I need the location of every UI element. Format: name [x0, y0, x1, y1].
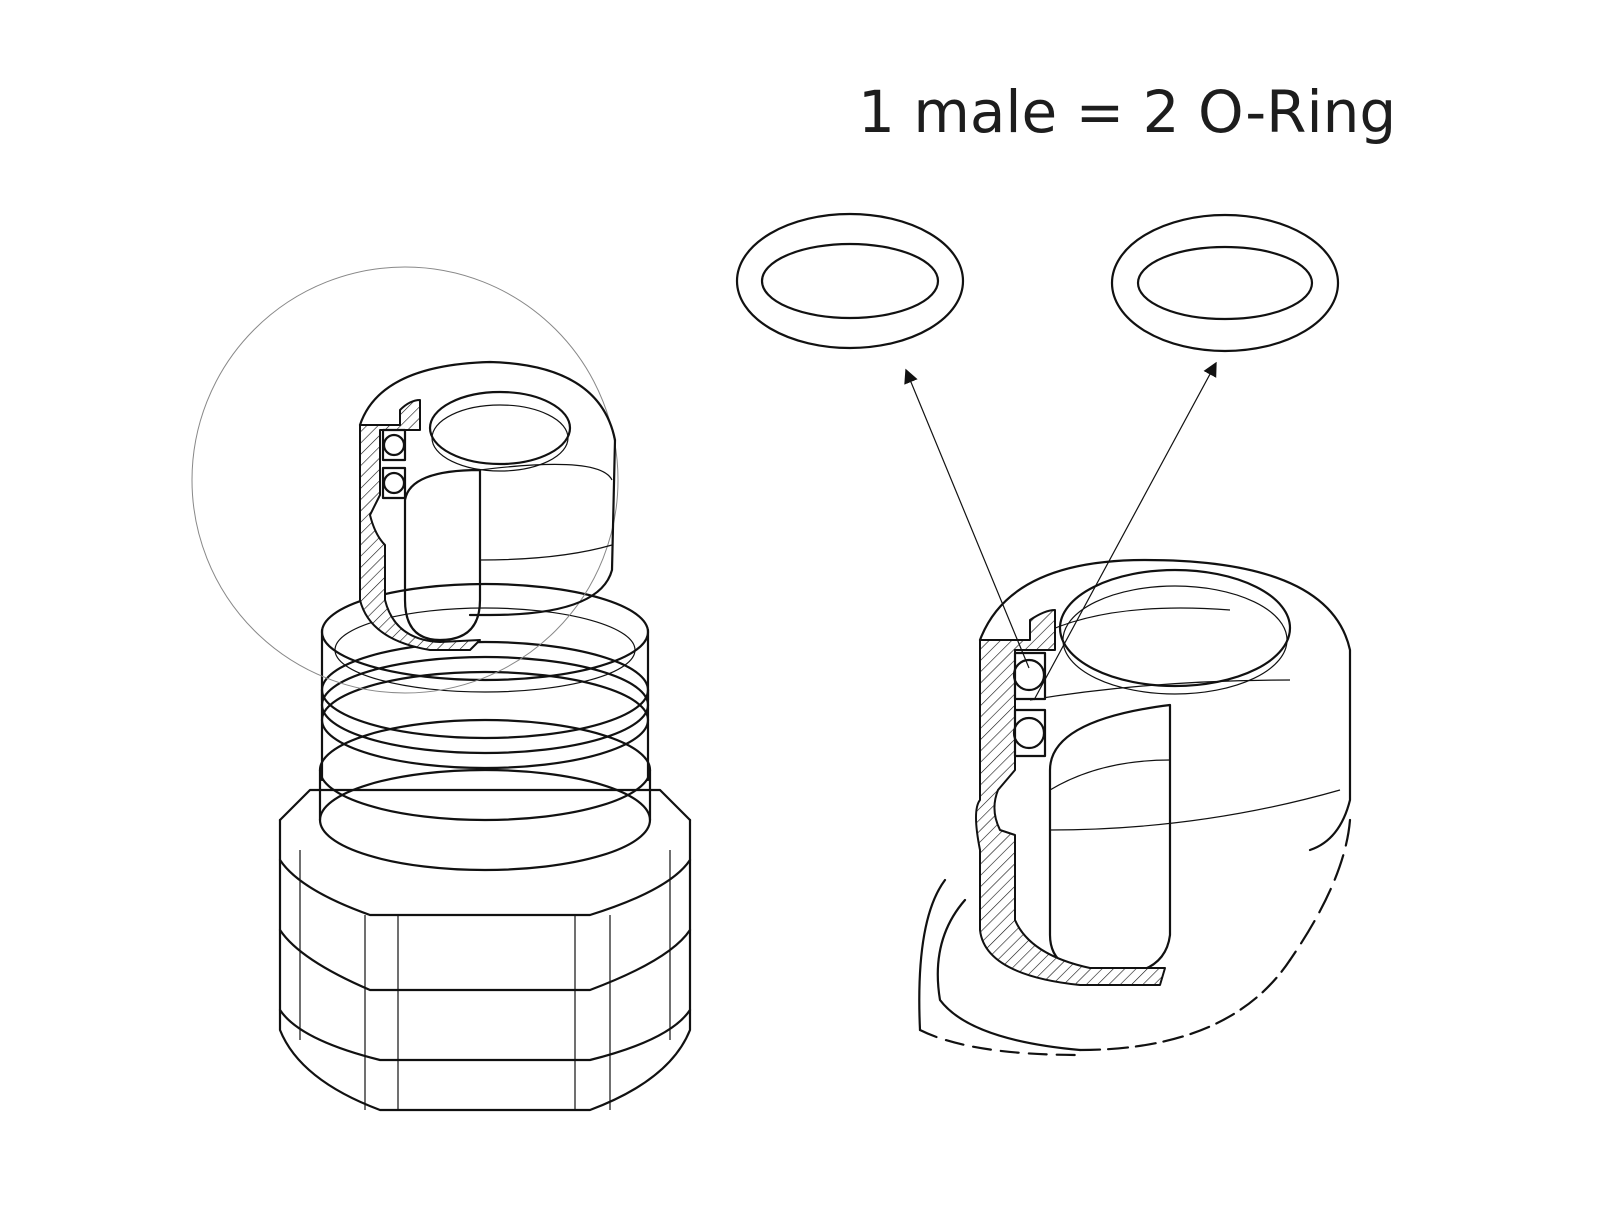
coupling-nose-cutaway [358, 360, 617, 651]
enlarged-cutaway-drawing [918, 558, 1352, 1057]
magnifier-circle [191, 266, 619, 694]
callout-arrows [904, 361, 1217, 701]
diagram-caption: 1 male = 2 O-Ring [858, 78, 1397, 146]
o-ring-right [1110, 213, 1340, 353]
o-ring-left [735, 212, 965, 350]
arrow-to-left-o-ring [904, 368, 1030, 669]
male-coupling-drawing [191, 266, 692, 1112]
coupling-body [318, 582, 652, 872]
hex-nut [278, 788, 692, 1112]
arrow-to-right-o-ring [1033, 361, 1217, 701]
